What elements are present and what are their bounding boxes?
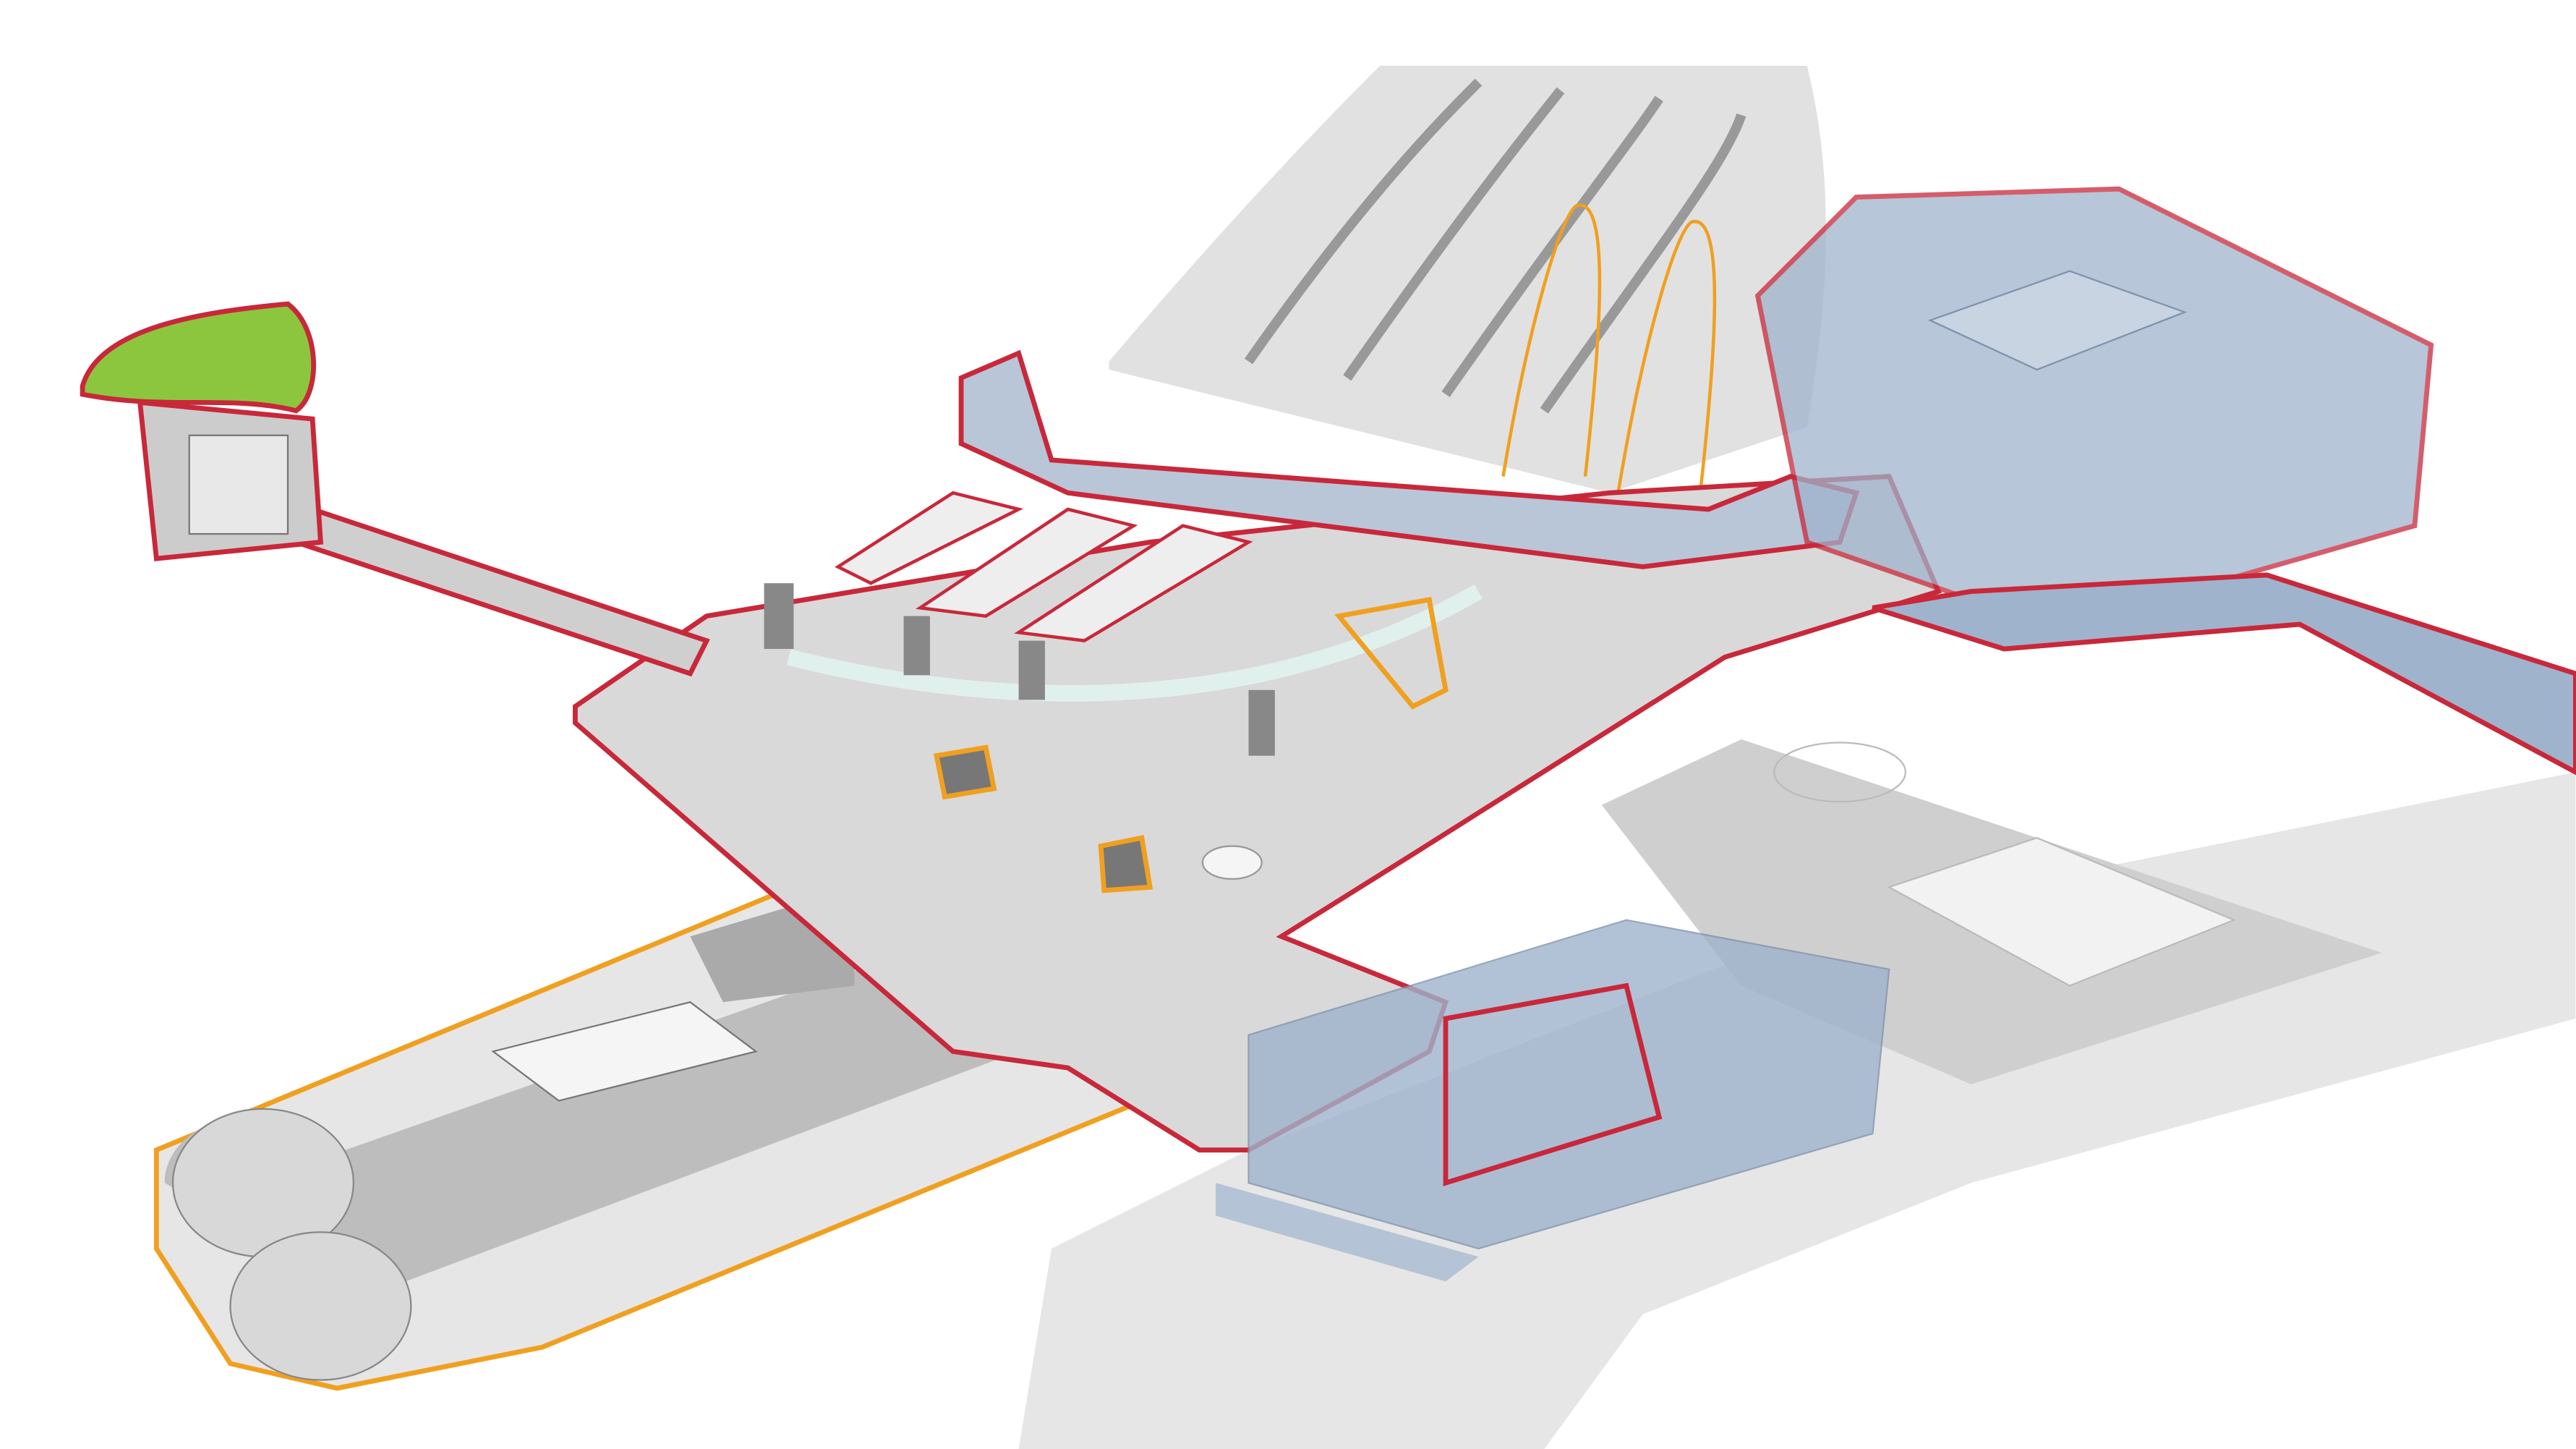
green-roof	[80, 301, 316, 414]
railway-tracks	[1109, 65, 1826, 493]
glass-buildings	[1216, 186, 2576, 1282]
concourse	[572, 349, 1942, 1153]
pedestrian-passage-and-entrance-tower	[80, 301, 710, 677]
elevator-core-icon	[764, 583, 794, 650]
